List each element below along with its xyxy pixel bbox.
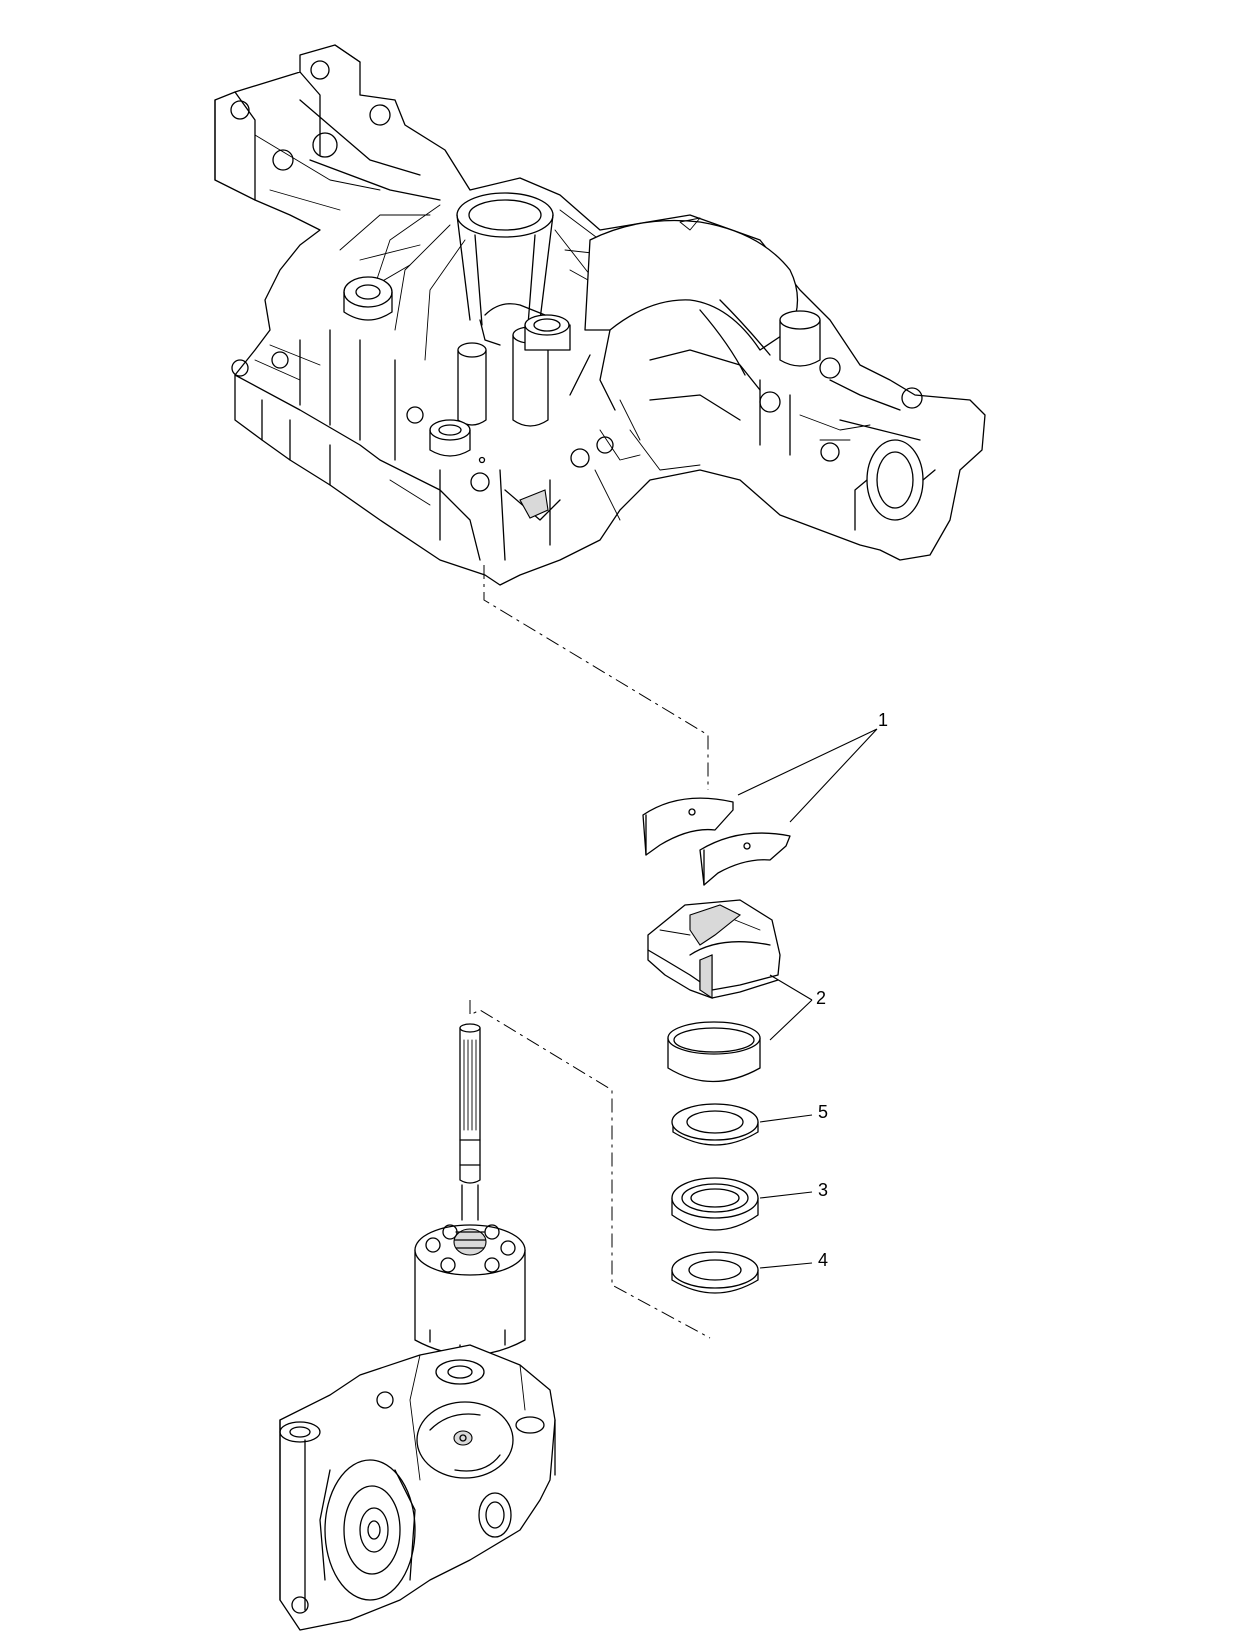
thrust-washer <box>671 1103 759 1146</box>
oil-seal <box>671 1177 759 1231</box>
callout-2: 2 <box>816 988 826 1008</box>
callout-5: 5 <box>818 1102 828 1122</box>
transaxle-housing <box>214 44 986 586</box>
bearing-shell-halves <box>642 797 791 886</box>
callout-4: 4 <box>818 1250 828 1270</box>
callout-3: 3 <box>818 1180 828 1200</box>
callout-1: 1 <box>878 710 888 730</box>
spacer-washer <box>671 1251 759 1294</box>
pump-housing <box>279 1344 556 1631</box>
splined-shaft <box>459 1023 481 1221</box>
swash-block <box>647 899 781 1000</box>
assembly-centerlines <box>469 565 711 1339</box>
cylinder-block <box>414 1224 526 1356</box>
bushing-ring <box>667 1021 761 1083</box>
callout-leaders <box>737 728 878 1269</box>
